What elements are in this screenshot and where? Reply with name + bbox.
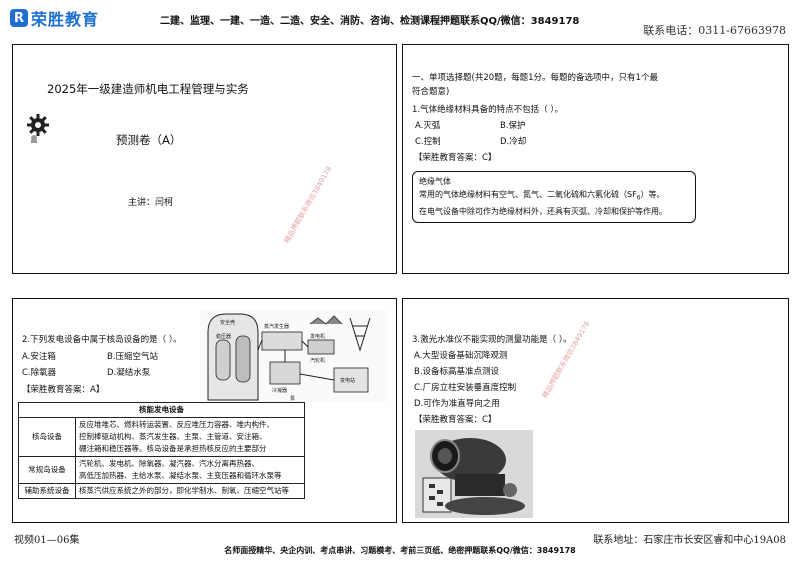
note-line-2: 在电气设备中除可作为绝缘材料外，还具有灭弧、冷却和保护等作用。 <box>419 206 667 216</box>
table-content: 汽轮机、发电机、除氧器、凝汽器、汽水分离再热器、 高低压加热器、主给水泵、凝结水… <box>75 456 305 484</box>
section-heading-cont: 符合题意) <box>412 87 450 97</box>
lecturer-label: 主讲：闫柯 <box>128 198 174 208</box>
question-text: 3.激光水准仪不能实现的测量功能是（ ）。 <box>412 335 572 345</box>
note-line-1a: 常用的气体绝缘材料有空气、氮气、二氧化硫和六氟化硫（SF <box>419 190 637 199</box>
option-b: B.压缩空气站 <box>107 352 159 362</box>
logo-text: 荣胜教育 <box>31 10 100 29</box>
table-line: 反应堆堆芯、燃料转运装置、反应堆压力容器、堆内构件、 <box>79 420 274 429</box>
table-line: 高低压加热器、主给水泵、凝结水泵、主变压器和循环水泵等 <box>79 471 282 480</box>
diagram-label-reactor: 稳压器 <box>216 333 231 340</box>
table-category: 常规岛设备 <box>18 456 76 484</box>
slide-main-title: 2025年一级建造师机电工程管理与实务 <box>47 82 249 96</box>
option-a: A.灭弧 <box>415 121 441 131</box>
slide-title <box>12 44 397 274</box>
option-b: B.保护 <box>500 121 526 131</box>
answer-label: 【荣胜教育答案：A】 <box>22 385 105 395</box>
question-text: 2.下列发电设备中属于核岛设备的是（ ）。 <box>22 335 182 345</box>
table-content: 反应堆堆芯、燃料转运装置、反应堆压力容器、堆内构件、 控制棒驱动机构、蒸汽发生器… <box>75 417 305 457</box>
table-line: 汽轮机、发电机、除氧器、凝汽器、汽水分离再热器、 <box>79 459 259 468</box>
table-title: 核能发电设备 <box>18 402 305 418</box>
slide-question-1 <box>402 44 789 274</box>
brand-logo: R 荣胜教育 <box>10 6 99 30</box>
logo-icon: R <box>10 9 28 27</box>
slide-subtitle: 预测卷（A） <box>116 133 182 147</box>
diagram-label-transformer: 变电站 <box>340 377 355 384</box>
option-a: A.大型设备基础沉降观测 <box>414 351 508 361</box>
header-phone: 联系电话：0311-67663978 <box>643 24 786 37</box>
table-category: 辅助系统设备 <box>18 483 76 499</box>
diagram-label-condenser: 冷凝器 <box>272 387 287 394</box>
diagram-label-pump: 泵 <box>290 396 295 402</box>
header-courses: 二建、监理、一建、一造、二造、安全、消防、咨询、检测课程押题联系QQ/微信：38… <box>160 16 580 27</box>
footer-promo: 名师面授精华、央企内训、考点串讲、习题模考、考前三页纸、绝密押题联系QQ/微信：… <box>224 546 576 555</box>
diagram-label-steam-gen: 蒸汽发生器 <box>264 323 289 330</box>
table-content: 核蒸汽供应系统之外的部分，即化学制水、制氧、压缩空气站等 <box>75 483 305 499</box>
table-category: 核岛设备 <box>18 417 76 457</box>
diagram-label-generator: 发电机 <box>310 333 325 340</box>
note-title: 绝缘气体 <box>419 177 451 186</box>
note-subscript: 6 <box>636 194 641 202</box>
option-d: D.凝结水泵 <box>107 368 151 378</box>
section-heading: 一、单项选择题(共20题，每题1分。每题的备选项中，只有1个最 <box>412 73 658 83</box>
table-line: 控制棒驱动机构、蒸汽发生器、主泵、主管道、安注箱、 <box>79 432 267 441</box>
option-c: C.除氧器 <box>22 368 57 378</box>
gear-icon <box>27 114 49 143</box>
footer-video-range: 视频01—06集 <box>14 535 80 546</box>
option-a: A.安注箱 <box>22 352 56 362</box>
slide-question-3 <box>402 298 789 523</box>
slide-question-2 <box>12 298 397 523</box>
diagram-label-turbine: 汽轮机 <box>310 357 325 364</box>
option-b: B.设备标高基准点测设 <box>414 367 500 377</box>
note-line-1b: ）等。 <box>640 190 665 199</box>
table-header-row: 核能发电设备 <box>18 402 305 418</box>
option-d: D.可作为准直导向之用 <box>414 399 500 409</box>
option-c: C.控制 <box>415 137 441 147</box>
note-line-1: 常用的气体绝缘材料有空气、氮气、二氧化硫和六氟化硫（SF6）等。 <box>419 188 689 205</box>
footer-address: 联系地址：石家庄市长安区睿和中心19A08 <box>593 535 786 546</box>
table-row: 辅助系统设备 核蒸汽供应系统之外的部分，即化学制水、制氧、压缩空气站等 <box>18 483 305 499</box>
table-line: 硼注箱和稳压器等。核岛设备是承担热核反应的主要部分 <box>79 444 267 453</box>
option-c: C.厂房立柱安装垂直度控制 <box>414 383 517 393</box>
question-text: 1.气体绝缘材料具备的特点不包括（ ）。 <box>412 105 564 115</box>
table-row: 常规岛设备 汽轮机、发电机、除氧器、凝汽器、汽水分离再热器、 高低压加热器、主给… <box>18 456 305 484</box>
table-line: 核蒸汽供应系统之外的部分，即化学制水、制氧、压缩空气站等 <box>79 486 289 495</box>
option-d: D.冷却 <box>500 137 527 147</box>
diagram-label-containment: 安全壳 <box>220 319 235 326</box>
answer-label: 【荣胜教育答案：C】 <box>414 415 497 425</box>
equipment-table: 核能发电设备 核岛设备 反应堆堆芯、燃料转运装置、反应堆压力容器、堆内构件、 控… <box>18 402 305 499</box>
nuclear-plant-diagram: 安全壳 稳压器 蒸汽发生器 汽轮机 发电机 冷凝器 泵 变电站 <box>200 310 388 402</box>
answer-label: 【荣胜教育答案：C】 <box>414 153 497 163</box>
laser-level-photo <box>415 430 533 518</box>
note-box: 绝缘气体 常用的气体绝缘材料有空气、氮气、二氧化硫和六氟化硫（SF6）等。 在电… <box>412 171 696 223</box>
table-row: 核岛设备 反应堆堆芯、燃料转运装置、反应堆压力容器、堆内构件、 控制棒驱动机构、… <box>18 417 305 457</box>
